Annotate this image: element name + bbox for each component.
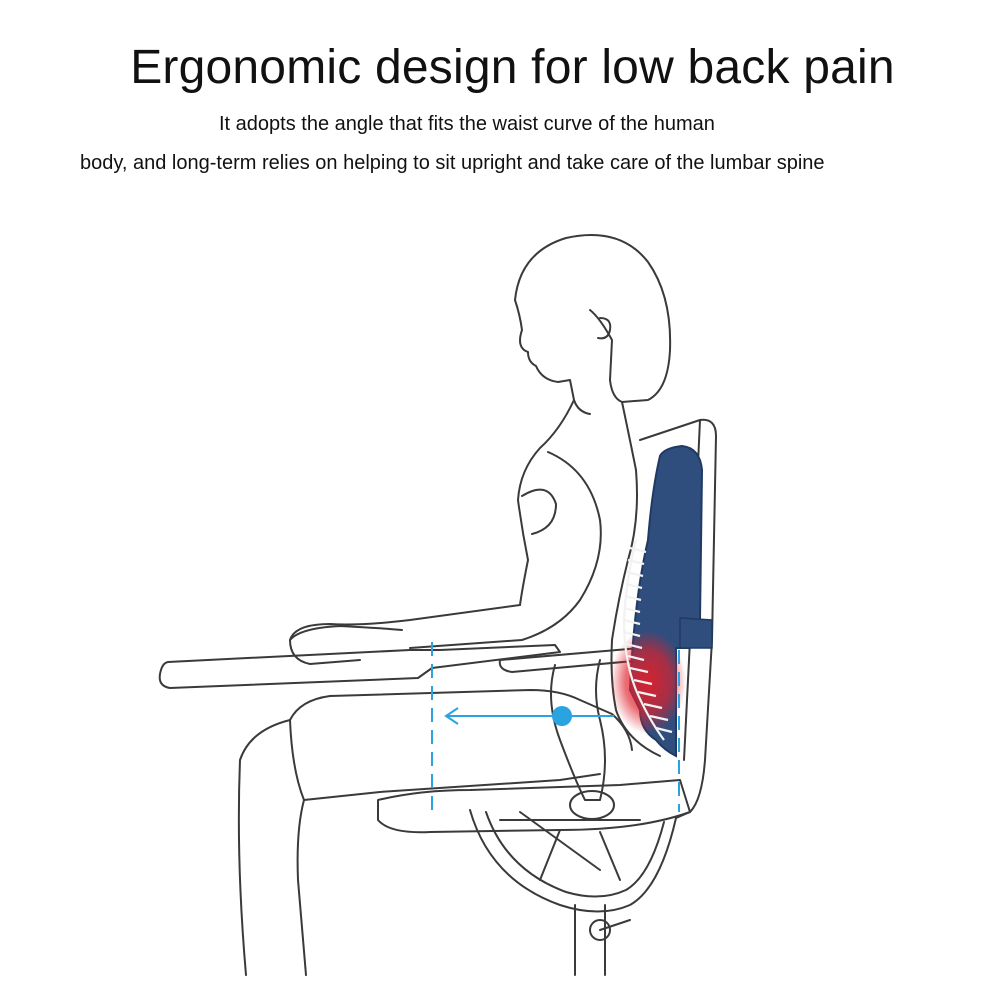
- chair-seat-frame: [469, 809, 677, 913]
- chair-seat: [377, 779, 691, 834]
- woman-face: [514, 299, 591, 415]
- woman-chest: [521, 488, 557, 535]
- woman-torso: [517, 399, 575, 606]
- desk: [158, 644, 561, 689]
- woman-leg: [237, 719, 291, 976]
- center-of-gravity-dot: [552, 706, 572, 726]
- woman-arm: [409, 451, 602, 649]
- woman-ear: [597, 317, 612, 340]
- woman-thigh: [289, 689, 633, 751]
- woman-hair: [514, 234, 672, 403]
- chair-post: [574, 904, 606, 976]
- cushion-support-wedge: [679, 617, 713, 649]
- subtitle-line-1: It adopts the angle that fits the waist …: [219, 113, 715, 135]
- spine-icon: [622, 539, 673, 741]
- subtitle-line-2: body, and long-term relies on helping to…: [80, 152, 825, 174]
- woman-forearm: [289, 625, 403, 641]
- page-title: Ergonomic design for low back pain: [130, 41, 895, 94]
- chair-armrest-post: [550, 659, 606, 801]
